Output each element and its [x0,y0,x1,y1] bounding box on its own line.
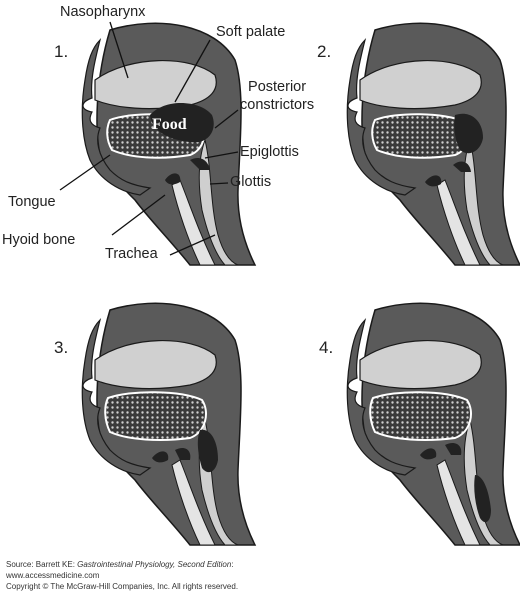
panel-number: 4. [319,338,334,357]
label-soft-palate: Soft palate [216,24,286,40]
copyright-notice: Copyright © The McGraw-Hill Companies, I… [6,582,239,591]
leader-lines [59,21,239,256]
panel-number: 3. [54,338,69,357]
source-credits: Source: Barrett KE: Gastrointestinal Phy… [6,559,238,592]
source-prefix: Source: Barrett KE: [6,560,78,569]
source-suffix: : [231,560,234,569]
label-posterior-constrictors: Posterior constrictors [240,79,315,113]
label-trachea: Trachea [105,246,158,262]
label-tongue: Tongue [8,194,56,210]
label-hyoid-bone: Hyoid bone [2,232,76,248]
panel-1: 1. Food [40,20,270,270]
head-section-2 [346,22,520,266]
panel-number: 2. [317,42,332,61]
source-title: Gastrointestinal Physiology, Second Edit… [77,560,232,569]
head-section-1 [81,22,256,266]
head-section-3 [81,302,256,546]
panel-number: 1. [54,42,69,61]
label-epiglottis: Epiglottis [240,144,299,160]
panel-2: 2. [305,20,520,270]
food-bolus-label: Food [152,116,187,133]
panel-3: 3. [40,300,270,550]
label-glottis: Glottis [230,174,272,190]
panel-4: 4. [305,300,520,550]
head-section-4 [346,302,520,546]
source-url[interactable]: www.accessmedicine.com [6,571,100,580]
swallowing-diagram: 1. Food 2. 3. [2,4,520,546]
label-nasopharynx: Nasopharynx [60,4,146,20]
